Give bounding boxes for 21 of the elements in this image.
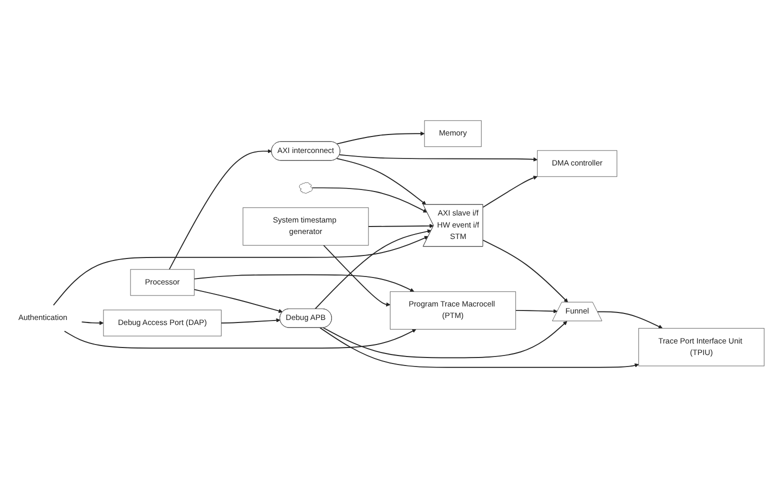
node-cloud: [299, 182, 313, 194]
arrow: [53, 236, 429, 306]
arrow: [482, 240, 568, 303]
arrow: [194, 274, 414, 292]
arrow: [168, 149, 272, 270]
arrow: [323, 244, 390, 307]
arrow: [368, 224, 434, 228]
arrow: [64, 329, 416, 349]
arrow: [312, 187, 428, 213]
arrow: [194, 289, 283, 313]
arrow: [81, 320, 104, 326]
arrow: [482, 176, 538, 208]
arrow: [314, 229, 432, 310]
arrow: [336, 158, 426, 205]
arrow: [336, 132, 425, 144]
arrow: [339, 154, 538, 162]
arrow: [320, 327, 639, 368]
arrow: [515, 309, 558, 314]
arrow: [597, 311, 663, 329]
arrow: [220, 318, 280, 324]
arrow: [322, 321, 568, 358]
